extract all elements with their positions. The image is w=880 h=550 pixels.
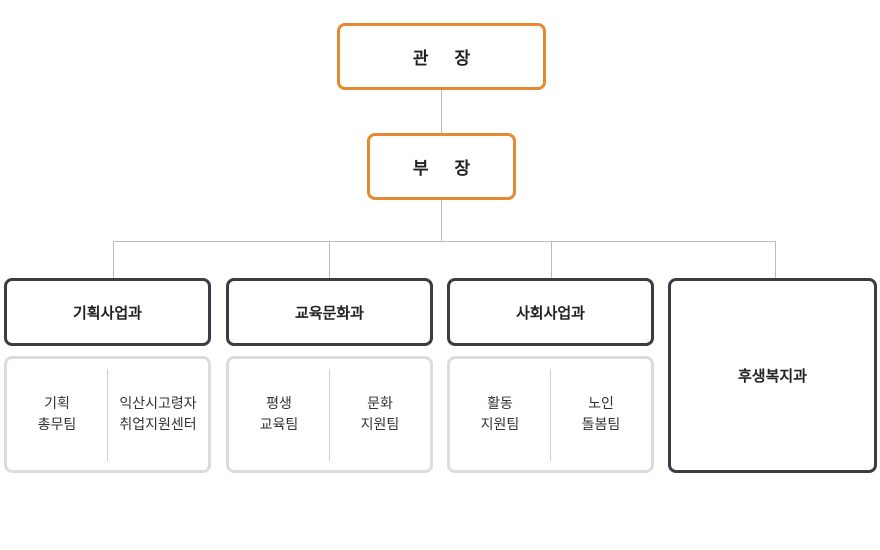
deputy-box[interactable]: 부 장 [367,133,516,200]
team-divider [107,368,108,461]
teams-planning-box: 기획 총무팀 익산시고령자 취업지원센터 [4,356,211,473]
dept-welfare-box[interactable]: 후생복지과 [668,278,877,473]
team-divider [329,368,330,461]
team-divider [550,368,551,461]
dept-welfare-label: 후생복지과 [737,367,807,385]
team-culture-support[interactable]: 문화 지원팀 [360,395,400,433]
deputy-label: 부 장 [412,159,481,179]
director-box[interactable]: 관 장 [337,23,546,90]
dept-social-work-box[interactable]: 사회사업과 [447,278,654,346]
connector-horizontal-bus [113,241,776,242]
dept-planning-label: 기획사업과 [72,303,142,322]
teams-education-culture-box: 평생 교육팀 문화 지원팀 [226,356,433,473]
connector-deputy-bus [441,199,442,241]
dept-planning-box[interactable]: 기획사업과 [4,278,211,346]
connector-dept-2 [329,241,330,279]
connector-dept-3 [551,241,552,279]
teams-social-work-box: 활동 지원팀 노인 돌봄팀 [447,356,654,473]
team-general-affairs[interactable]: 기획 총무팀 [37,395,77,433]
connector-dept-1 [113,241,114,279]
team-activity-support[interactable]: 활동 지원팀 [480,395,520,433]
dept-social-work-label: 사회사업과 [515,303,585,322]
team-lifelong-education[interactable]: 평생 교육팀 [259,395,299,433]
dept-education-culture-box[interactable]: 교육문화과 [226,278,433,346]
connector-dept-4 [775,241,776,279]
dept-education-culture-label: 교육문화과 [294,303,364,322]
team-elderly-care[interactable]: 노인 돌봄팀 [581,395,621,433]
connector-director-deputy [441,89,442,135]
director-label: 관 장 [412,49,481,69]
team-senior-employment-center[interactable]: 익산시고령자 취업지원센터 [119,395,197,433]
